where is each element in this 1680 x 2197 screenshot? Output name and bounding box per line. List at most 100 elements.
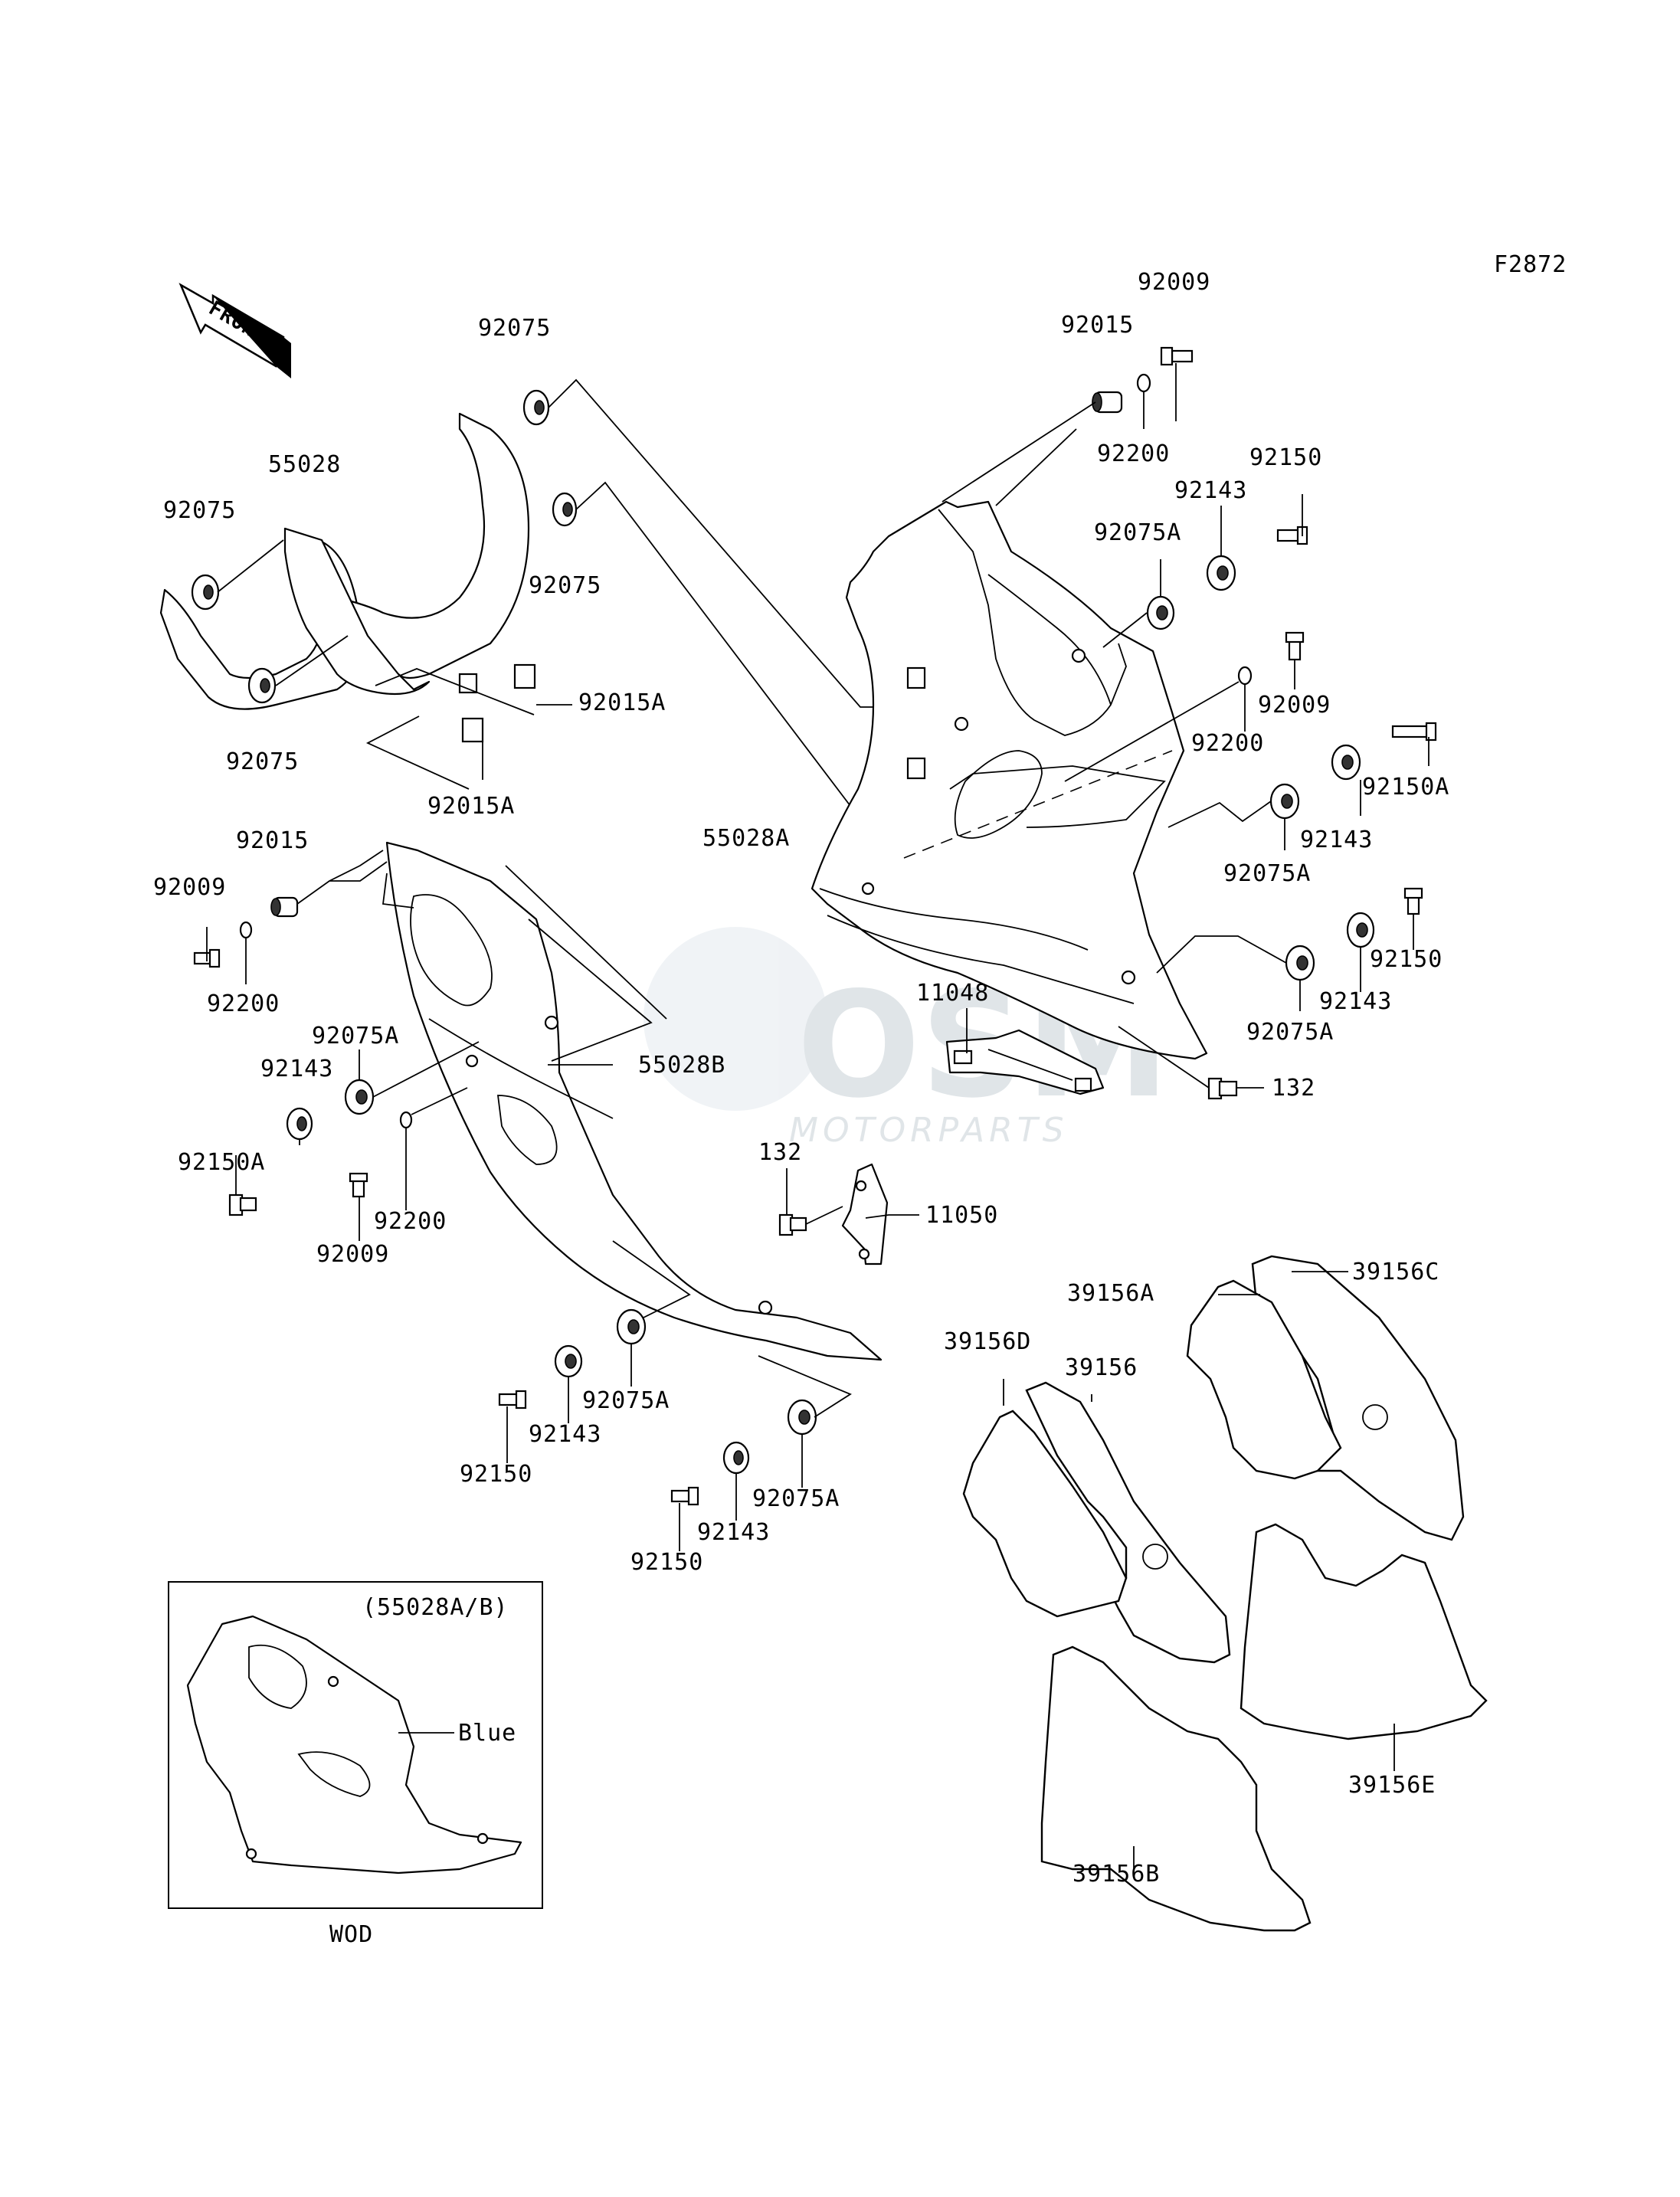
pad-39156D [962, 1410, 1128, 1618]
pad-39156B [1040, 1645, 1312, 1932]
grommet-icon [344, 1079, 375, 1115]
part-label: 55028 [268, 451, 341, 478]
screw-icon [1391, 722, 1437, 742]
bracket-11050 [841, 1163, 889, 1265]
grommet-icon [616, 1308, 647, 1345]
part-label: 11048 [916, 980, 989, 1007]
part-label: 39156C [1352, 1259, 1439, 1285]
part-label: 92075A [582, 1387, 670, 1414]
collar-icon [270, 896, 299, 918]
part-label: 92009 [316, 1241, 389, 1268]
pad-39156E [1240, 1523, 1488, 1740]
screw-icon [670, 1486, 699, 1506]
clip-nut-icon [906, 666, 926, 689]
watermark-globe-icon [644, 927, 827, 1111]
grommet-icon [1285, 945, 1315, 981]
pad-39156 [1025, 1381, 1231, 1664]
color-inset-box [168, 1581, 543, 1909]
part-label: 92150A [178, 1149, 265, 1176]
part-label: 92143 [1174, 477, 1247, 504]
clip-nut-icon [461, 717, 484, 743]
part-label: 92150A [1362, 774, 1449, 801]
part-label: 39156E [1348, 1772, 1436, 1799]
part-label: 92075 [529, 572, 601, 599]
grommet-icon [191, 574, 220, 611]
part-label: 39156D [944, 1328, 1031, 1355]
part-label: 92200 [1097, 440, 1170, 467]
part-label: 92143 [1319, 988, 1392, 1015]
grommet-icon [1146, 595, 1175, 630]
part-label: 39156 [1065, 1354, 1138, 1381]
inner-cowl-55028 [159, 412, 536, 743]
grommet-icon [1331, 744, 1361, 781]
clip-nut-icon [513, 663, 536, 689]
part-label: 55028A [702, 825, 790, 852]
part-label: 92150 [1370, 946, 1443, 973]
inset-title: (55028A/B) [362, 1594, 509, 1621]
part-label: 132 [758, 1139, 802, 1166]
part-label: 92075A [312, 1023, 399, 1049]
screw-icon [1285, 631, 1305, 661]
part-label: 11050 [925, 1202, 998, 1229]
side-cowl-55028B [382, 841, 883, 1361]
part-label: 39156A [1067, 1280, 1154, 1307]
washer-icon [399, 1111, 413, 1129]
part-label: 92143 [697, 1519, 770, 1546]
grommet-icon [286, 1107, 313, 1141]
inset-footer: WOD [329, 1921, 373, 1948]
screw-icon [228, 1193, 257, 1216]
clip-nut-icon [458, 673, 478, 694]
part-label: 92200 [1191, 730, 1264, 757]
bracket-11048 [945, 1029, 1105, 1095]
part-label: 92009 [1258, 692, 1331, 719]
pad-39156A [1186, 1279, 1342, 1480]
side-cowl-55028A [811, 500, 1208, 1060]
part-label: 92150 [1249, 444, 1322, 471]
part-label: 132 [1272, 1075, 1315, 1102]
bolt-icon [1207, 1077, 1238, 1100]
part-label: 92143 [1300, 827, 1373, 853]
part-label: 92075A [1246, 1019, 1334, 1046]
grommet-icon [1206, 555, 1236, 591]
part-label: 92200 [374, 1208, 447, 1235]
part-label: 92015A [427, 793, 515, 820]
part-label: 92150 [460, 1461, 532, 1488]
figure-code: F2872 [1494, 251, 1567, 278]
grommet-icon [1346, 912, 1375, 948]
washer-icon [1237, 666, 1253, 686]
part-label: 55028B [638, 1052, 725, 1079]
part-label: 92009 [153, 874, 226, 901]
part-label: 92143 [529, 1421, 601, 1448]
collar-icon [1092, 391, 1123, 414]
part-label: 92075 [226, 748, 299, 775]
grommet-icon [554, 1344, 583, 1378]
grommet-icon [247, 667, 277, 704]
part-label: 92015A [578, 689, 666, 716]
grommet-icon [522, 389, 550, 426]
grommet-icon [722, 1441, 750, 1475]
watermark-sub: MOTORPARTS [789, 1111, 1069, 1150]
part-label: 92075 [163, 497, 236, 524]
bolt-icon [778, 1213, 807, 1236]
part-label: 92015 [236, 827, 309, 854]
screw-icon [498, 1390, 527, 1410]
inset-color-label: Blue [458, 1720, 516, 1747]
washer-icon [1136, 373, 1151, 393]
screw-icon [1160, 346, 1194, 366]
front-direction-arrow-icon: FRONT [178, 283, 291, 378]
grommet-icon [552, 492, 578, 527]
screw-icon [349, 1172, 368, 1198]
part-label: 92200 [207, 990, 280, 1017]
part-label: 39156B [1073, 1861, 1160, 1888]
part-label: 92075A [752, 1485, 840, 1512]
part-label: 92075A [1223, 860, 1311, 887]
part-label: 92143 [260, 1056, 333, 1082]
part-label: 92075 [478, 315, 551, 342]
part-label: 92075A [1094, 519, 1181, 546]
washer-icon [239, 921, 253, 939]
grommet-icon [1269, 783, 1300, 820]
part-label: 92009 [1138, 269, 1210, 296]
clip-nut-icon [906, 757, 926, 780]
part-label: 92150 [630, 1549, 703, 1576]
